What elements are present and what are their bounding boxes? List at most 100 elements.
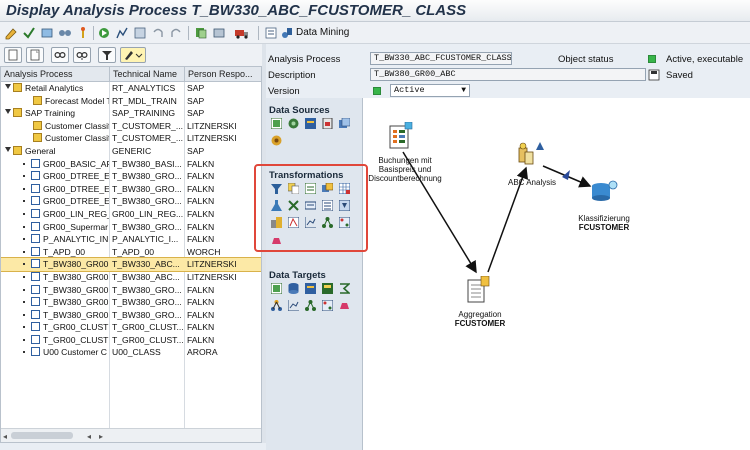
data-mining-button[interactable]: Data Mining	[296, 27, 350, 38]
tree-row-person: LITZNERSKI	[187, 271, 237, 282]
calculate-icon[interactable]	[115, 25, 129, 41]
filter-button[interactable]	[98, 47, 116, 63]
undo-icon[interactable]	[151, 25, 165, 41]
target-sum-icon[interactable]	[339, 283, 350, 294]
expand-arrow-icon[interactable]	[5, 109, 11, 115]
find-next-button[interactable]	[73, 47, 91, 63]
source-query-icon[interactable]	[288, 118, 299, 129]
filter-icon[interactable]	[271, 183, 282, 194]
source-file-icon[interactable]	[322, 118, 333, 129]
target-regression-icon[interactable]	[339, 300, 350, 311]
data-grid-icon[interactable]	[339, 183, 350, 194]
chart-icon[interactable]	[305, 217, 316, 228]
panel-splitter[interactable]	[262, 44, 266, 443]
column-person-responsible[interactable]: Person Respo...	[188, 69, 253, 79]
weighting-icon[interactable]	[271, 217, 282, 228]
copy-icon[interactable]	[194, 25, 208, 41]
tree-model-icon[interactable]	[322, 217, 333, 228]
tree-row-name: U00 Customer C	[43, 347, 107, 358]
target-node-icon[interactable]	[590, 180, 618, 206]
target-attribute-icon[interactable]	[322, 283, 333, 294]
scrollbar-thumb[interactable]	[11, 432, 73, 439]
formula-icon[interactable]	[288, 217, 299, 228]
expand-arrow-icon[interactable]	[5, 84, 11, 89]
tree-row-person: FALKN	[187, 334, 215, 345]
tree-row-name: SAP Training	[25, 108, 76, 119]
new-process-button[interactable]	[26, 47, 44, 63]
tree-row-person: FALKN	[187, 208, 215, 219]
source-table-icon[interactable]	[339, 118, 350, 129]
target-database-icon[interactable]	[288, 283, 299, 294]
tree-row-name: T_APD_00	[43, 246, 86, 257]
display-icon[interactable]	[133, 25, 147, 41]
toggle-edit-icon[interactable]	[4, 25, 18, 41]
where-used-icon[interactable]	[58, 25, 72, 41]
column-analysis-process[interactable]: Analysis Process	[4, 69, 73, 79]
projection-icon[interactable]	[305, 183, 316, 194]
horizontal-scrollbar[interactable]: ◂ ◂ ▸	[1, 428, 261, 442]
aggregation-icon[interactable]	[322, 183, 333, 194]
truck-icon[interactable]	[234, 25, 250, 41]
scissors-icon[interactable]	[288, 200, 299, 211]
sort-icon[interactable]	[339, 200, 350, 211]
execute-icon[interactable]	[97, 25, 111, 41]
regression-icon[interactable]	[271, 235, 282, 246]
column-technical-name[interactable]: Technical Name	[113, 69, 178, 79]
data-mining-icon[interactable]	[280, 25, 294, 41]
flask-icon[interactable]	[271, 200, 282, 211]
target-cube-icon[interactable]	[271, 283, 282, 294]
version-dropdown[interactable]: Active ▼	[390, 84, 470, 97]
transport-icon[interactable]	[212, 25, 226, 41]
transpose-icon[interactable]	[305, 200, 316, 211]
source-infoprovider-icon[interactable]	[271, 118, 282, 129]
list-icon[interactable]	[322, 200, 333, 211]
target-cluster-icon[interactable]	[322, 300, 333, 311]
find-button[interactable]	[51, 47, 69, 63]
check-icon[interactable]	[22, 25, 36, 41]
target-hierarchy-icon[interactable]	[271, 300, 282, 311]
target-chart-icon[interactable]	[288, 300, 299, 311]
activate-icon[interactable]	[40, 25, 54, 41]
source-node-icon[interactable]	[389, 122, 415, 152]
abc-analysis-node-icon[interactable]	[517, 142, 547, 168]
analysis-process-field[interactable]: T_BW330_ABC_FCUSTOMER_CLASS	[370, 52, 512, 65]
cluster-icon[interactable]	[339, 217, 350, 228]
redo-icon[interactable]	[169, 25, 183, 41]
target-dso-icon[interactable]	[305, 283, 316, 294]
expand-all-button[interactable]	[4, 47, 22, 63]
source-dso-icon[interactable]	[305, 118, 316, 129]
join-icon[interactable]	[288, 183, 299, 194]
target-network-icon[interactable]	[305, 300, 316, 311]
object-list-icon[interactable]	[264, 25, 278, 41]
layout-button[interactable]	[120, 47, 146, 63]
flag-icon[interactable]	[76, 25, 90, 41]
tree-row-technical-name: GENERIC	[112, 145, 152, 156]
aggregation-node-icon[interactable]	[466, 276, 494, 306]
description-field[interactable]: T_BW380_GR00_ABC	[370, 68, 646, 81]
source-database-icon[interactable]	[271, 135, 282, 146]
expand-arrow-icon[interactable]	[5, 146, 11, 152]
tree-row[interactable]: GR00_LIN_REG_GR00_LIN_REG...FALKN	[1, 208, 261, 221]
tree-row-technical-name: T_BW380_BASI...	[112, 158, 182, 169]
